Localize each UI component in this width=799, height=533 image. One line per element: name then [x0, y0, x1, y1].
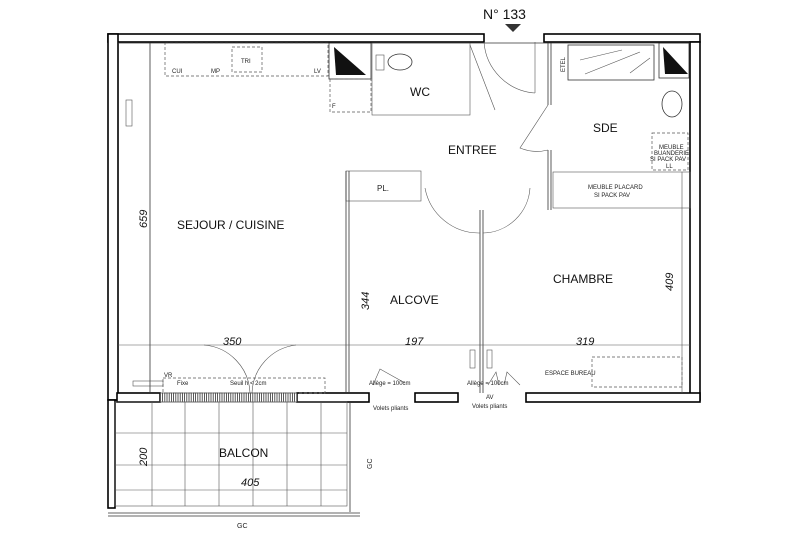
- label-etel: ETEL: [561, 56, 567, 72]
- label-ll: LL: [666, 164, 673, 170]
- label-meuble-buanderie-1: MEUBLE: [659, 145, 684, 151]
- entrance-arrow-icon: [505, 24, 521, 32]
- label-pl: PL.: [377, 184, 389, 193]
- label-f: F: [332, 104, 336, 110]
- dim-balcon-depth: 200: [138, 447, 150, 467]
- label-meuble-buanderie-3: SI PACK PAV: [650, 157, 686, 163]
- door-swings: [203, 41, 549, 394]
- label-cui: CUI: [172, 69, 183, 75]
- room-label-sde: SDE: [593, 121, 618, 135]
- label-espace-bureau: ESPACE BUREAU: [545, 371, 596, 377]
- label-gc-bottom: GC: [237, 523, 248, 530]
- room-label-wc: WC: [410, 85, 430, 99]
- label-vr: VR: [164, 373, 173, 379]
- lot-number: N° 133: [483, 6, 526, 22]
- dim-sejour-width: 350: [223, 336, 242, 348]
- shower-icon: [567, 44, 655, 81]
- label-allege-2: Allège = 100cm: [467, 381, 509, 387]
- dim-sejour-depth: 659: [138, 210, 150, 228]
- label-mp: MP: [211, 69, 220, 75]
- room-label-sejour: SEJOUR / CUISINE: [177, 218, 284, 232]
- room-label-entree: ENTREE: [448, 143, 497, 157]
- sink-icon: [661, 90, 683, 118]
- room-label-alcove: ALCOVE: [390, 293, 439, 307]
- toilet-icon: [387, 53, 413, 71]
- label-meuble-placard-2: SI PACK PAV: [594, 193, 630, 199]
- dim-balcon-width: 405: [241, 477, 260, 489]
- dim-chambre-depth: 409: [664, 273, 676, 291]
- label-tri: TRI: [241, 59, 251, 65]
- dim-alcove-width: 197: [405, 336, 424, 348]
- balcony-floor: [108, 401, 360, 517]
- interior-partitions: [118, 42, 691, 393]
- fixtures: [125, 42, 689, 394]
- label-seuil: Seuil h < 2cm: [230, 381, 267, 387]
- annotations: CUI MP TRI LV F ETEL MEUBLE BUANDERIE SI…: [164, 56, 689, 530]
- label-fixe: Fixe: [177, 381, 189, 387]
- label-volets-1: Volets pliants: [373, 406, 408, 412]
- label-volets-2: Volets pliants: [472, 404, 507, 410]
- dim-alcove-depth: 344: [360, 292, 372, 310]
- label-av: AV: [486, 395, 494, 401]
- label-meuble-buanderie-2: BUANDERIE: [654, 151, 689, 157]
- label-gc-side: GC: [367, 459, 374, 470]
- dim-chambre-width: 319: [576, 336, 594, 348]
- room-label-balcon: BALCON: [219, 446, 268, 460]
- label-allege-1: Allège = 100cm: [369, 381, 411, 387]
- label-lv: LV: [314, 69, 321, 75]
- room-label-chambre: CHAMBRE: [553, 272, 613, 286]
- label-meuble-placard-1: MEUBLE PLACARD: [588, 185, 643, 191]
- exterior-walls: [107, 33, 701, 509]
- balcony-door-sill: [159, 392, 298, 403]
